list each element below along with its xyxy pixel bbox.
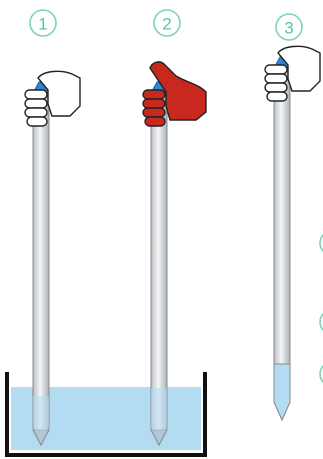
beaker-outline [5, 372, 207, 457]
step-3: 3 [264, 13, 321, 422]
step-2-label: 2 [162, 15, 171, 34]
step-3-label: 3 [284, 19, 293, 38]
pipette-1 [32, 81, 50, 447]
pipette-3 [273, 56, 291, 422]
pipette-2 [150, 81, 168, 447]
step-2: 2 [142, 9, 207, 447]
cropped-circle-lower [319, 364, 323, 384]
step-3-badge: 3 [275, 13, 303, 41]
step-1-label: 1 [38, 15, 47, 34]
white-glove-hand-1 [24, 70, 81, 127]
cropped-markers [319, 233, 323, 384]
step-1-badge: 1 [29, 9, 57, 37]
red-glove-hand-2 [142, 61, 207, 127]
step-1: 1 [24, 9, 81, 447]
step-2-badge: 2 [153, 9, 181, 37]
cropped-circle-middle [319, 312, 323, 332]
white-glove-hand-3 [264, 45, 321, 102]
pipette-3-liquid [273, 363, 291, 422]
cropped-circle-upper [319, 233, 323, 253]
